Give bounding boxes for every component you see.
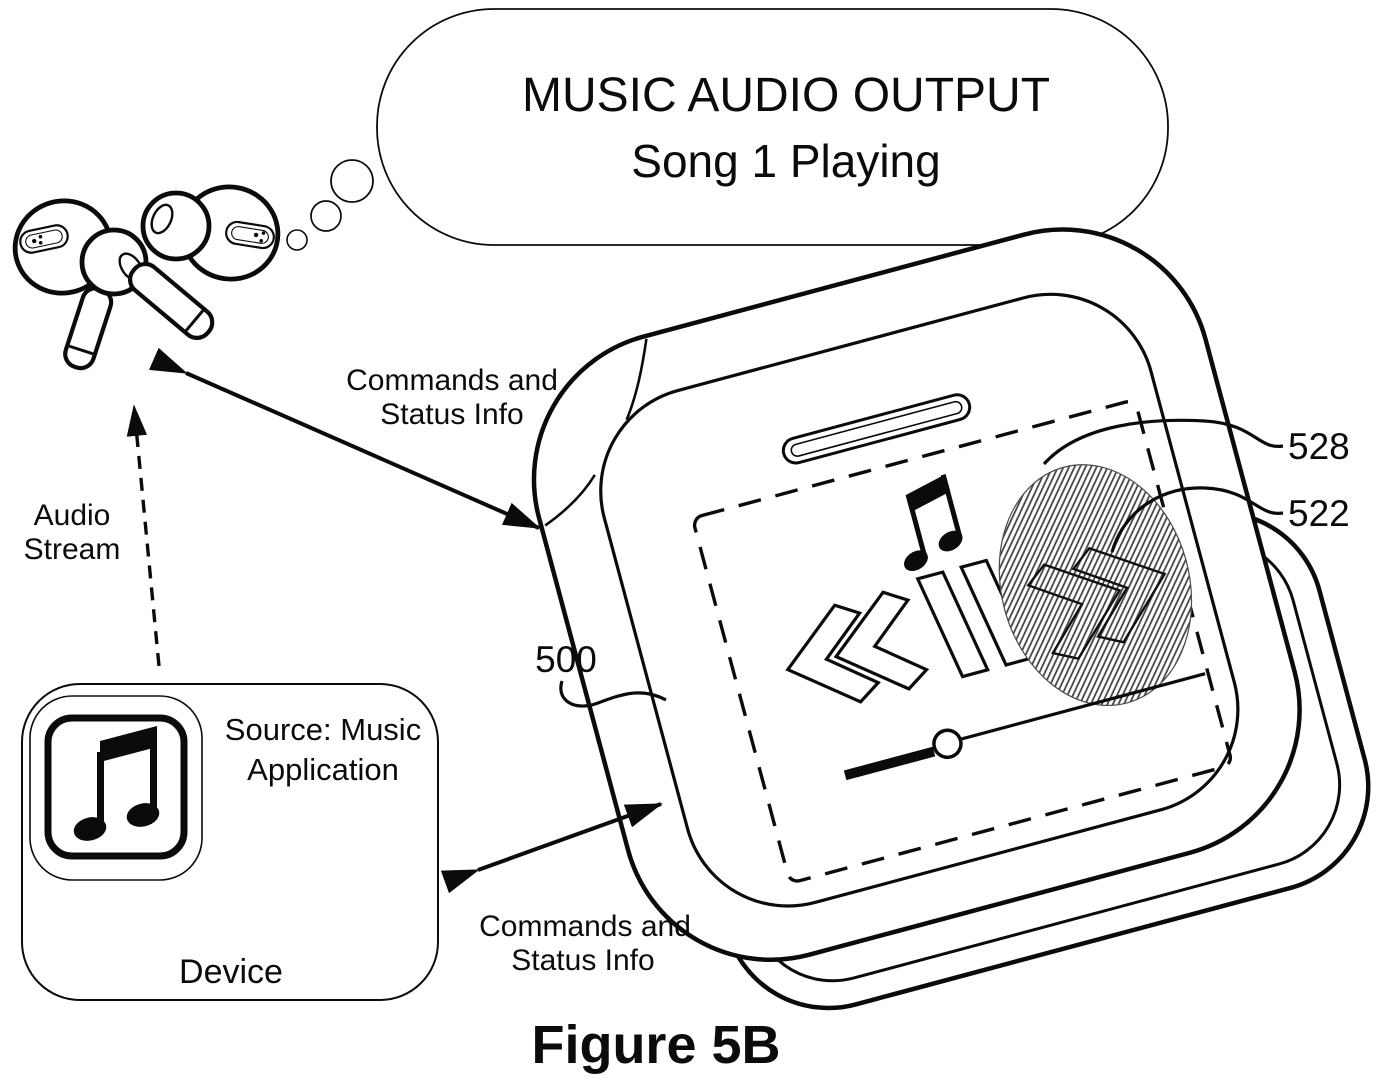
progress-slider[interactable]: [841, 662, 1209, 785]
music-note-icon: [904, 474, 963, 572]
bubble-title: MUSIC AUDIO OUTPUT: [522, 69, 1050, 122]
hinge-slot: [781, 393, 972, 465]
earbud-right-opening: [150, 203, 174, 235]
earbud-left-stem: [63, 286, 114, 371]
case-corner-seam-top: [625, 338, 648, 421]
earbud-right-stem: [127, 261, 215, 341]
earbud-right-vent: [225, 220, 275, 250]
bubble-subtitle: Song 1 Playing: [631, 135, 940, 187]
earbud-left: [12, 198, 149, 371]
thought-bubble-outline: [376, 8, 1169, 246]
label-device: Device: [179, 953, 283, 991]
case-lid: [531, 227, 1302, 963]
thought-bubble-dot-large: [330, 159, 374, 203]
fast-forward-icon[interactable]: [1024, 527, 1182, 666]
label-audio-line1: Audio: [34, 499, 111, 532]
thought-bubble-dot-small: [286, 229, 308, 251]
music-note-glyph: [73, 726, 160, 841]
arrow-commands-bottom: [440, 802, 663, 894]
ref-528: 528: [1288, 426, 1350, 467]
earbud-right: [127, 184, 281, 341]
leader-522: [1110, 486, 1284, 553]
earbud-left-vent: [19, 224, 69, 254]
touch-highlight-oval: [998, 464, 1193, 707]
slider-filled-track: [843, 746, 936, 781]
label-commands-bottom-line2: Status Info: [511, 944, 654, 977]
label-commands-bottom-line1: Commands and: [479, 910, 691, 943]
case-lid-inner-line: [599, 292, 1240, 908]
ref-500: 500: [535, 639, 597, 680]
leader-528: [1042, 418, 1284, 466]
arrow-audio-stream: [126, 404, 161, 667]
rewind-icon[interactable]: [775, 587, 930, 718]
label-source-line1: Source: Music: [225, 712, 421, 747]
label-audio-line2: Stream: [24, 533, 121, 566]
figure-caption: Figure 5B: [531, 1015, 780, 1075]
thought-bubble: MUSIC AUDIO OUTPUT Song 1 Playing: [286, 8, 1169, 251]
label-commands-top-line2: Status Info: [380, 398, 523, 431]
ref-522: 522: [1288, 493, 1350, 534]
charging-case: [531, 227, 1371, 1011]
slider-knob[interactable]: [931, 727, 964, 760]
thought-bubble-dot-medium: [310, 200, 342, 232]
leader-500: [559, 680, 667, 708]
label-source-line2: Application: [247, 752, 399, 787]
case-corner-seam-left: [544, 474, 596, 527]
slider-track: [932, 672, 1206, 749]
touchscreen-boundary: [692, 400, 1233, 883]
music-app-icon: [44, 714, 188, 860]
arrow-commands-top: [148, 347, 541, 530]
device-box: Source: Music Application Device: [21, 683, 439, 1001]
label-commands-top-line1: Commands and: [346, 364, 558, 397]
